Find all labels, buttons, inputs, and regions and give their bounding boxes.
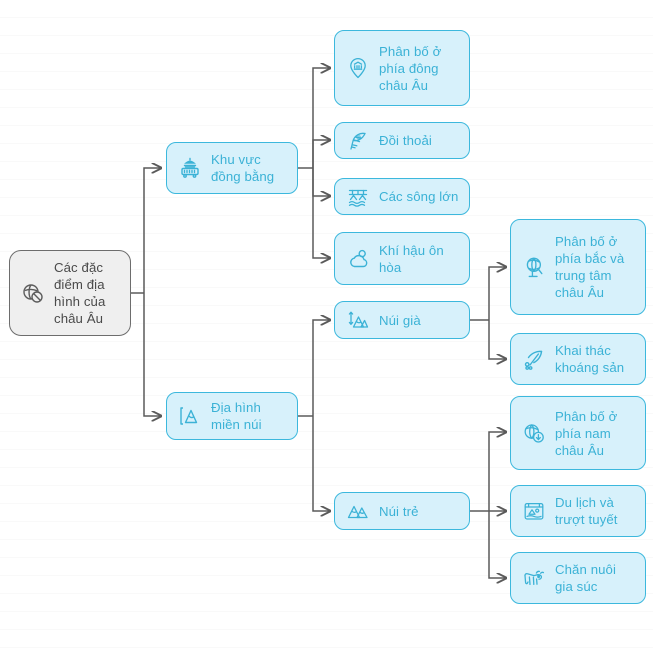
- cloud-sun-icon: [345, 246, 371, 272]
- node-cac-song-lon-label: Các sông lớn: [379, 189, 459, 204]
- building-train-icon: [177, 155, 203, 181]
- node-phan-bo-phia-nam-chau-au-label: Phân bố ở phía nam châu Âu: [555, 408, 618, 458]
- globe-stand-icon: [521, 254, 547, 280]
- connector-plains-c1: [312, 68, 330, 168]
- node-cac-song-lon[interactable]: Các sông lớn: [334, 178, 470, 215]
- node-root[interactable]: Các đặc điểm địa hình của châu Âu: [9, 250, 131, 336]
- node-phan-bo-phia-bac-trung-tam-chau-au-label: Phân bố ở phía bắc và trung tâm châu Âu: [555, 234, 625, 300]
- node-dia-hinh-mien-nui[interactable]: Địa hình miền núi: [166, 392, 298, 440]
- node-root-label: Các đặc điểm địa hình của châu Âu: [54, 260, 106, 326]
- bank-pin-icon: [345, 55, 371, 81]
- globe-slash-icon: [20, 280, 46, 306]
- cow-icon: [521, 565, 547, 591]
- connector-plains-c3: [312, 168, 330, 196]
- node-khai-thac-khoang-san[interactable]: Khai thác khoáng sản: [510, 333, 646, 385]
- connector-root-to-mountains: [143, 293, 161, 416]
- node-doi-thoai-label: Đồi thoải: [379, 133, 432, 148]
- connector-mountains-young: [312, 416, 330, 511]
- globe-download-icon: [521, 420, 547, 446]
- node-phan-bo-phia-dong-chau-au-label: Phân bố ở phía đông châu Âu: [379, 43, 442, 93]
- node-phan-bo-phia-nam-chau-au[interactable]: Phân bố ở phía nam châu Âu: [510, 396, 646, 470]
- node-phan-bo-phia-bac-trung-tam-chau-au[interactable]: Phân bố ở phía bắc và trung tâm châu Âu: [510, 219, 646, 315]
- connector-root-to-plains: [143, 168, 161, 293]
- ski-photo-icon: [521, 498, 547, 524]
- node-nui-gia[interactable]: Núi già: [334, 301, 470, 339]
- connector-old-c2: [488, 320, 506, 359]
- node-doi-thoai[interactable]: Đồi thoải: [334, 122, 470, 159]
- node-khu-vuc-dong-bang[interactable]: Khu vực đồng bằng: [166, 142, 298, 194]
- connector-young-c3: [488, 511, 506, 578]
- connector-old-c1: [488, 267, 506, 320]
- node-nui-gia-label: Núi già: [379, 312, 421, 328]
- connector-plains-c4: [312, 168, 330, 258]
- node-khi-hau-on-hoa[interactable]: Khí hậu ôn hòa: [334, 232, 470, 285]
- node-nui-tre[interactable]: Núi trẻ: [334, 492, 470, 530]
- node-phan-bo-phia-dong-chau-au[interactable]: Phân bố ở phía đông châu Âu: [334, 30, 470, 106]
- old-mountain-icon: [345, 307, 371, 333]
- node-chan-nuoi-gia-suc-label: Chăn nuôi gia súc: [555, 562, 617, 594]
- node-du-lich-va-truot-tuyet-label: Du lịch và trượt tuyết: [555, 495, 618, 527]
- mountain-bracket-icon: [177, 403, 203, 429]
- connector-mountains-old: [312, 320, 330, 416]
- node-khi-hau-on-hoa-label: Khí hậu ôn hòa: [379, 242, 444, 275]
- connector-plains-c2: [312, 140, 330, 168]
- node-du-lich-va-truot-tuyet[interactable]: Du lịch và trượt tuyết: [510, 485, 646, 537]
- feather-icon: [345, 128, 371, 154]
- node-dia-hinh-mien-nui-label: Địa hình miền núi: [211, 400, 262, 432]
- pickaxe-icon: [521, 346, 547, 372]
- node-nui-tre-label: Núi trẻ: [379, 503, 419, 519]
- node-khai-thac-khoang-san-label: Khai thác khoáng sản: [555, 343, 625, 375]
- young-mountain-icon: [345, 498, 371, 524]
- river-bridge-icon: [345, 184, 371, 210]
- connector-young-c1: [488, 432, 506, 511]
- node-khu-vuc-dong-bang-label: Khu vực đồng bằng: [211, 152, 275, 184]
- node-chan-nuoi-gia-suc[interactable]: Chăn nuôi gia súc: [510, 552, 646, 604]
